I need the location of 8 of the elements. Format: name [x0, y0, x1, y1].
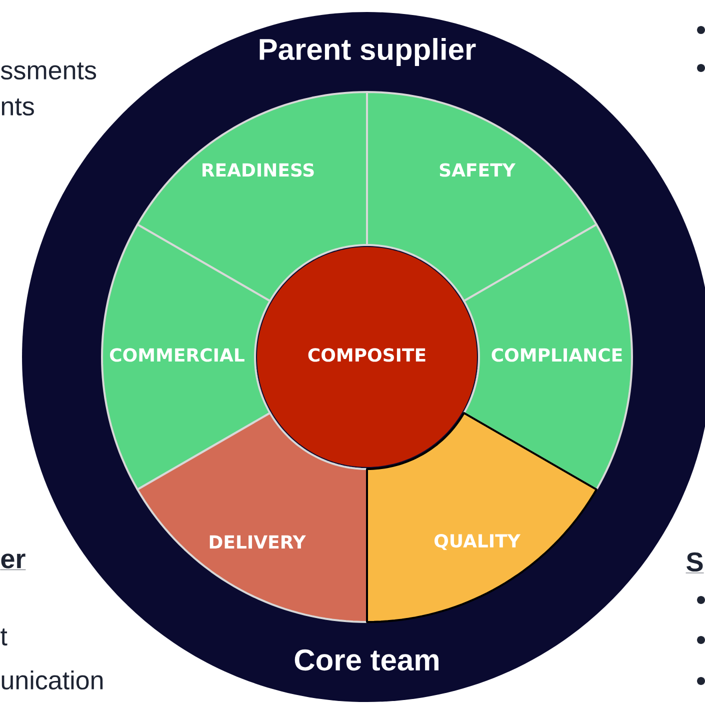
text: S	[686, 552, 704, 574]
segment: COMPLIANCE	[463, 224, 633, 490]
segment: QUALITY	[366, 412, 598, 623]
segment: DELIVERY	[136, 412, 368, 623]
segment: SAFETY	[366, 91, 598, 302]
segment: READINESS	[136, 91, 368, 302]
segment: COMMERCIAL	[101, 224, 272, 490]
text: t	[0, 628, 8, 646]
